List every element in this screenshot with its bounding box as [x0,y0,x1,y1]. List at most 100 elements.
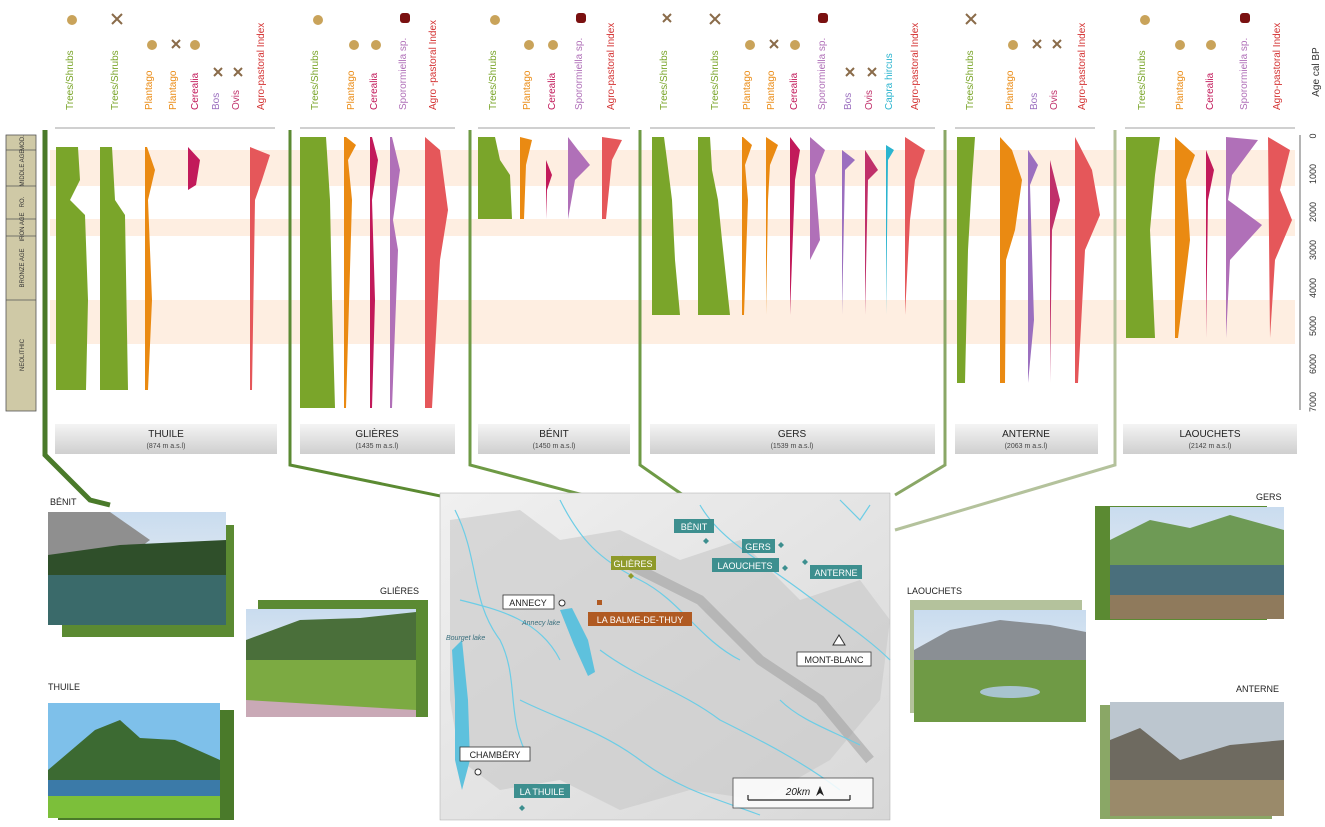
annecy-lake [560,608,595,676]
rivers [454,499,891,816]
proxy-label-trees: Trees/Shrubs [310,50,321,110]
bos-curve-gers [842,150,855,315]
lake-label: Annecy lake [521,620,560,627]
north-arrow-icon [816,786,824,796]
site-name: GERS [778,429,807,440]
city-name: ANNECY [509,598,547,608]
label-mont-blanc [796,651,872,667]
pollen-icon [1175,40,1185,50]
agro-curve-gers [905,137,925,315]
connectors [42,130,1117,557]
cerealia-curve-benit [546,160,552,219]
site-marker [703,538,709,544]
pollen-icon [147,40,157,50]
fungal-spore-icon [818,13,828,23]
age-tick: 4000 [1308,278,1318,298]
photo-label: ANTERNE [1236,684,1279,694]
photo-anterne: ANTERNE [1100,684,1284,819]
site-box [955,424,1098,454]
trees-curve-glieres [300,137,335,408]
period-label: NEOLITHIC [20,338,26,371]
fungal-spore-icon [1240,13,1250,23]
connector-laouchets [894,130,1117,532]
proxy-label-trees: Trees/Shrubs [65,50,76,110]
plantago-curve-laouchets [1175,137,1195,338]
photo-gers: GERS [1095,492,1284,620]
site-marker [597,600,602,605]
period-label: IRON AGE [20,212,26,241]
dna-icon [965,13,977,25]
proxy-label-cerealia: Cerealia [547,72,558,110]
trees-curve-gers-2 [698,137,730,315]
proxy-label-cerealia: Cerealia [1205,72,1216,110]
plantago-curve-gers-1 [742,137,752,315]
fungal-spore-icon [576,13,586,23]
site-marker [802,559,808,565]
dna-icon [233,67,243,77]
proxy-label-capra: Capra hircus [884,53,895,110]
site-altitude: (1539 m a.s.l) [771,443,814,450]
period-label: MIDDLE AGE [20,150,26,187]
scale-label: 20km [785,787,810,798]
photo-glieres: GLIÈRES [246,586,428,717]
map: Bourget lake Annecy lake ANNECY CHAMBÉRY… [439,492,891,821]
site-name-map: LA THUILE [520,787,565,797]
agro-curve-glieres [425,137,448,408]
proxy-label-trees: Trees/Shrubs [1137,50,1148,110]
proxy-label-trees: Trees/Shrubs [710,50,721,110]
photo-laouchets: LAOUCHETS [907,586,1086,722]
site-altitude: (2063 m a.s.l) [1005,443,1048,450]
proxy-label-trees: Trees/Shrubs [659,50,670,110]
cerealia-curve-thuile [188,147,200,190]
label-gers [742,539,775,553]
sporormiella-curve-laouchets [1226,137,1262,338]
sporormiella-curve-gers [810,137,825,315]
site-altitude: (1435 m a.s.l) [356,443,399,450]
site-marker [519,805,525,811]
scale-box [732,777,874,809]
proxy-label-cerealia: Cerealia [789,72,800,110]
dna-icon [171,39,181,49]
dna-icon [867,67,877,77]
proxy-label-bos: Bos [1029,93,1040,110]
photo-label: LAOUCHETS [907,586,962,596]
peak-icon [832,634,846,646]
peak-name: MONT-BLANC [804,655,864,665]
panel-gers: Trees/Shrubs Trees/Shrubs Plantago Plant… [650,13,935,454]
site-name-map: ANTERNE [814,568,857,578]
proxy-label-agro: Agro -pastoral Index [428,20,439,110]
dna-icon [709,13,721,25]
proxy-label-plantago: Plantago [1005,70,1016,110]
age-tick: 6000 [1308,354,1318,374]
site-name: BÉNIT [539,427,568,440]
trees-curve-laouchets [1126,137,1160,338]
proxy-label-plantago: Plantago [1175,70,1186,110]
proxy-label-sporormiella: Sporormiella sp. [817,38,828,110]
photo-label: GERS [1256,492,1282,502]
proxy-label-plantago: Plantago [522,70,533,110]
connector-thuile [42,130,111,508]
panel-anterne: Trees/Shrubs Plantago Bos Ovis Agro-past… [955,13,1100,454]
photo-label: THUILE [48,682,80,692]
panel-thuile: Trees/Shrubs Trees/Shrubs Plantago Plant… [55,13,277,454]
pollen-icon [190,40,200,50]
proxy-label-agro: Agro-pastoral Index [256,23,267,110]
proxy-label-agro: Agro-pastoral Index [1272,23,1283,110]
ovis-curve-gers [865,150,878,315]
pollen-icon [548,40,558,50]
cerealia-curve-laouchets [1206,150,1214,338]
site-name-map: LAOUCHETS [717,561,772,571]
site-marker [782,565,788,571]
dna-icon [662,13,672,23]
label-benit [674,519,714,533]
plantago-curve-glieres [344,137,356,408]
site-name: GLIÈRES [355,427,399,440]
connector-anterne [894,130,947,497]
panel-laouchets: Trees/Shrubs Plantago Cerealia Sporormie… [1123,13,1297,454]
pollen-icon [67,15,77,25]
age-tick: 1000 [1308,164,1318,184]
period-label: RO. [20,196,26,207]
plantago-curve-gers-2 [766,137,778,315]
trees-curve-anterne [957,137,975,383]
